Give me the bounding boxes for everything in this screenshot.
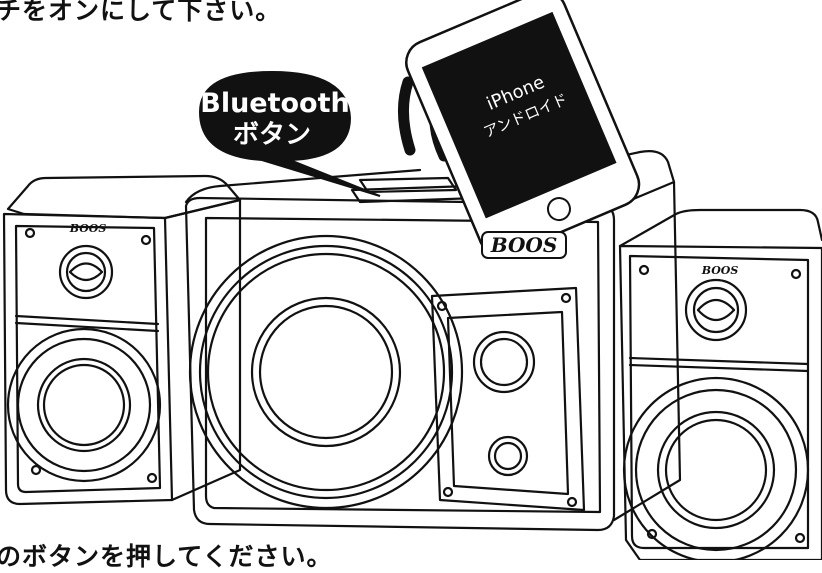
- svg-text:BOOS: BOOS: [69, 222, 107, 235]
- right-satellite-speaker: [620, 210, 822, 560]
- top-caption: チをオンにして下さい。: [0, 0, 281, 27]
- bubble-label-line1: Bluetooth: [200, 88, 350, 119]
- smartphone: iPhone アンドロイド: [399, 0, 645, 263]
- brand-logo-right: BOOS: [701, 264, 739, 277]
- illustration: iPhone アンドロイド Bluetooth ボタン BOOS BOOS BO…: [0, 0, 822, 560]
- svg-text:BOOS: BOOS: [701, 264, 739, 277]
- svg-text:BOOS: BOOS: [490, 233, 558, 257]
- brand-logo-left: BOOS: [69, 222, 107, 235]
- speaker-system-drawing: iPhone アンドロイド Bluetooth ボタン BOOS BOOS BO…: [0, 0, 822, 560]
- bluetooth-speech-bubble: Bluetooth ボタン: [200, 72, 380, 196]
- brand-logo-center: BOOS: [482, 232, 566, 258]
- bubble-label-line2: ボタン: [233, 120, 311, 150]
- bottom-caption: のボタンを押してください。: [0, 537, 333, 573]
